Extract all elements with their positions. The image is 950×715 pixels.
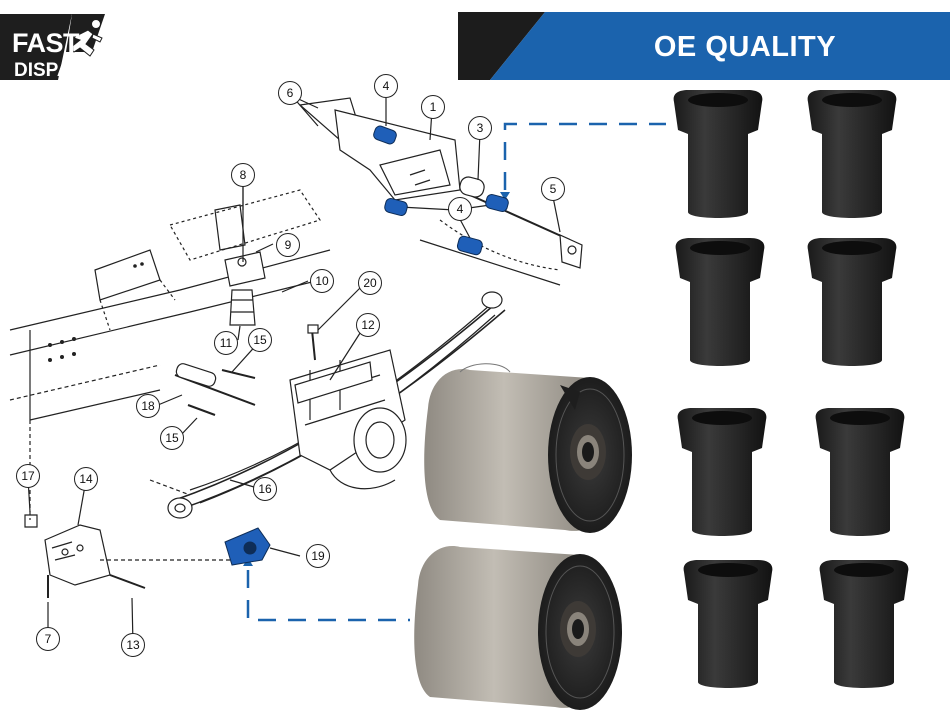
brand-logo-badge	[0, 14, 105, 80]
small-bushing-image	[673, 90, 763, 218]
small-bushing-image	[807, 90, 897, 218]
callout-1: 1	[421, 95, 445, 119]
small-bushing-image	[815, 408, 905, 536]
callout-13: 13	[121, 633, 145, 657]
callout-10: 10	[310, 269, 334, 293]
callout-3: 3	[468, 116, 492, 140]
callout-17: 17	[16, 464, 40, 488]
callout-15: 15	[248, 328, 272, 352]
running-man-icon	[69, 19, 103, 57]
small-bushing-image	[807, 238, 897, 366]
callout-18: 18	[136, 394, 160, 418]
callout-11: 11	[214, 331, 238, 355]
small-bushing-image	[675, 238, 765, 366]
suspension-diagram	[9, 95, 583, 646]
arrow-head-up	[500, 192, 510, 200]
diagram-highlighted-bushings	[224, 125, 509, 566]
brand-logo: FAST DISPATCH	[6, 14, 136, 84]
callout-9: 9	[276, 233, 300, 257]
callout-8: 8	[231, 163, 255, 187]
large-bushing-image	[424, 363, 632, 533]
callout-16: 16	[253, 477, 277, 501]
callout-15-lower: 15	[160, 426, 184, 450]
callout-4-lower: 4	[448, 197, 472, 221]
large-bushing-image	[414, 546, 622, 710]
banner	[458, 12, 950, 80]
callout-5: 5	[541, 177, 565, 201]
callout-4: 4	[374, 74, 398, 98]
callout-14: 14	[74, 467, 98, 491]
callout-19: 19	[306, 544, 330, 568]
small-bushing-image	[819, 560, 909, 688]
brand-name-line1: FAST	[12, 28, 80, 58]
callout-12: 12	[356, 313, 380, 337]
callout-20: 20	[358, 271, 382, 295]
brand-name-line2: DISPATCH	[14, 60, 109, 81]
callout-6: 6	[278, 81, 302, 105]
callout-7: 7	[36, 627, 60, 651]
dashed-connectors	[246, 122, 666, 622]
small-bushings	[673, 90, 909, 688]
small-bushing-image	[683, 560, 773, 688]
banner-title: OE QUALITY	[653, 31, 837, 63]
small-bushing-image	[677, 408, 767, 536]
